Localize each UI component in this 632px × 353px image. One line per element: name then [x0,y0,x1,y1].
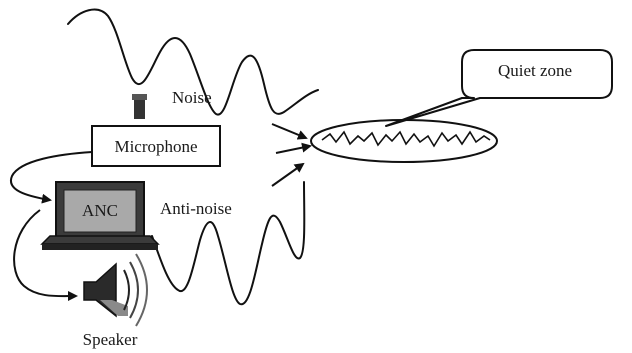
microphone-capsule [134,97,145,119]
noise-label: Noise [172,88,212,107]
laptop-base-edge [42,244,158,250]
speaker-icon [84,254,147,326]
noise-arrow [272,124,306,138]
microphone-label: Microphone [114,137,197,156]
anti-noise-arrow [272,164,303,186]
laptop-base [42,236,158,244]
noise-merge-arrow [276,146,310,153]
quiet-zone-label: Quiet zone [498,61,572,80]
speaker-label: Speaker [83,330,138,349]
anti-noise-label: Anti-noise [160,199,232,218]
residual-noise-wave [322,132,490,146]
microphone-cap [132,94,147,100]
anc-label: ANC [82,201,118,220]
